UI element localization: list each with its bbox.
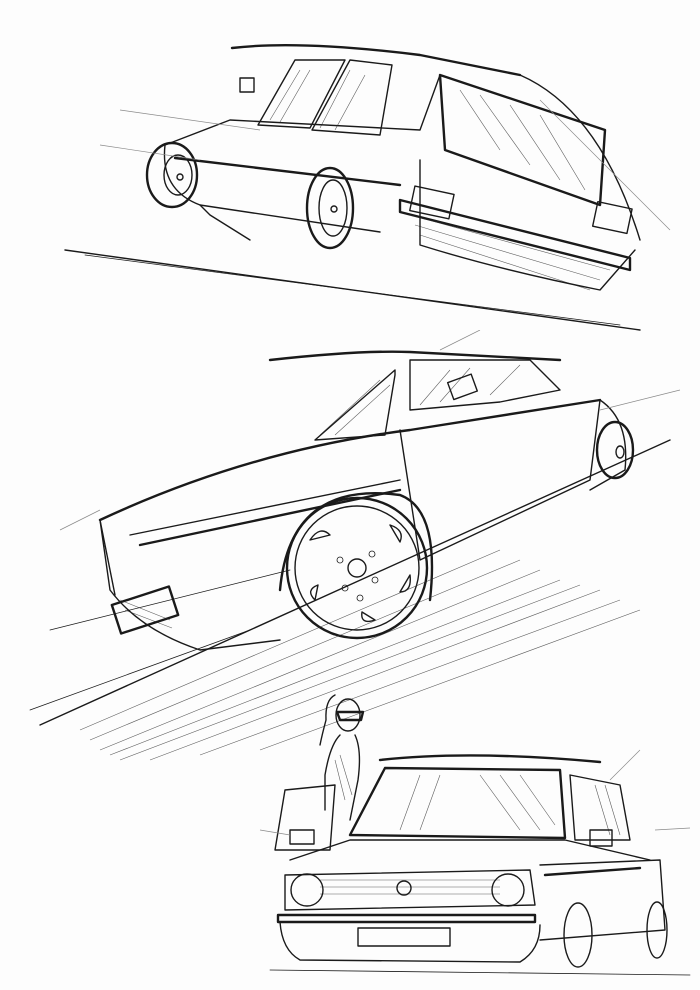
figure-woman bbox=[319, 694, 365, 821]
car-rear-drawing bbox=[64, 44, 671, 331]
sketch-rear-three-quarter: Hatchback, rear three-quarter view bbox=[0, 0, 700, 340]
sketch-front-three-quarter: Hatchback, front three-quarter view with… bbox=[0, 690, 700, 990]
car-front-drawing bbox=[259, 694, 691, 976]
car-side-drawing bbox=[29, 330, 681, 761]
sketch-side-low-angle: Hatchback, low side view with shadow bbox=[0, 330, 700, 770]
